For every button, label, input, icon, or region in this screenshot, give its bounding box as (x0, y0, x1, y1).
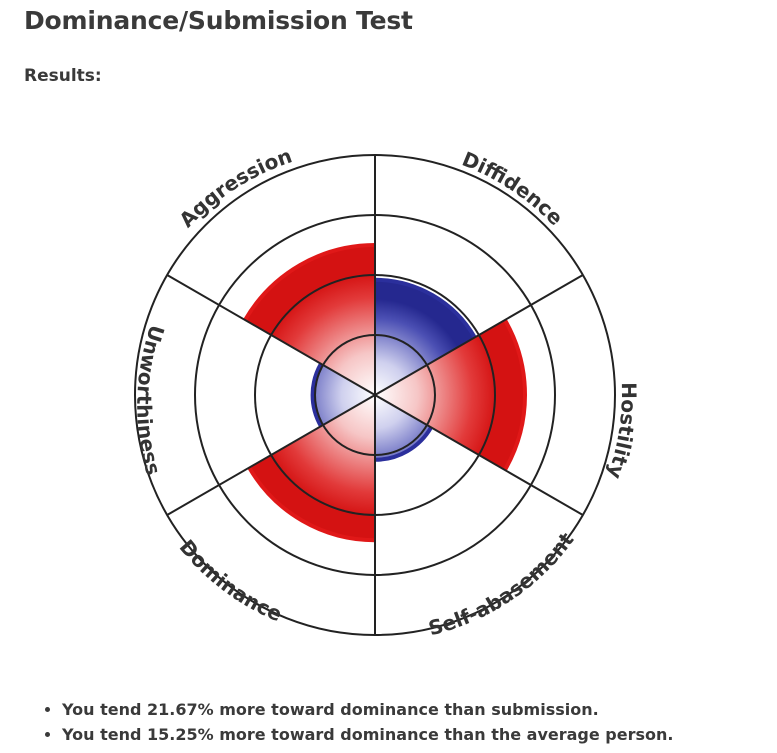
sector-label-diffidence: Diffidence (459, 147, 568, 230)
data-sectors (243, 243, 527, 543)
sector-rim-dominance (247, 466, 376, 543)
dominance-submission-chart: Diffidence Hostility Self-abasement Domi… (132, 143, 641, 641)
sector-label-unworthiness: Unworthiness (132, 322, 169, 477)
grid-spoke (166, 394, 376, 516)
grid-spoke (374, 274, 584, 396)
sector-rim-self-abasement (374, 426, 433, 462)
sector-aggression (245, 245, 375, 395)
grid-spoke (374, 394, 584, 516)
results-label: Results: (24, 66, 102, 86)
sector-unworthiness (312, 363, 375, 427)
sector-label-hostility: Hostility (603, 382, 641, 482)
sector-rim-hostility (503, 319, 527, 471)
sector-label-self-abasement: Self-abasement (426, 528, 579, 641)
sector-dominance (249, 395, 375, 541)
summary-item: You tend 15.25% more toward dominance th… (62, 722, 673, 747)
results-summary-list: You tend 21.67% more toward dominance th… (30, 697, 673, 747)
radar-grid (134, 154, 616, 636)
sector-rim-unworthiness (310, 362, 323, 428)
grid-spoke (166, 274, 376, 396)
summary-item: You tend 21.67% more toward dominance th… (62, 697, 673, 722)
sector-label-aggression: Aggression (174, 143, 295, 232)
page-title: Dominance/Submission Test (24, 6, 413, 35)
sector-label-dominance: Dominance (175, 535, 286, 626)
sector-hostility (375, 320, 525, 470)
sector-rim-aggression (243, 243, 376, 322)
sector-rim-diffidence (374, 277, 477, 339)
